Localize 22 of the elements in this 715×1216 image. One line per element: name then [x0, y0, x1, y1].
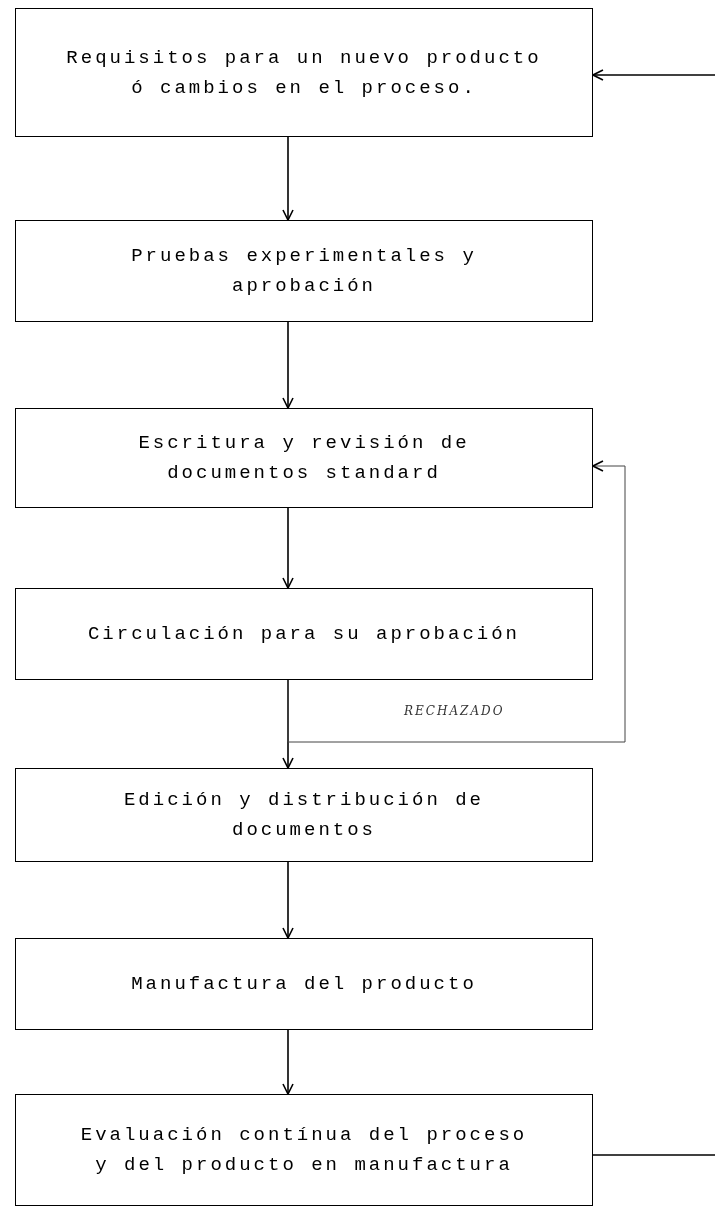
box-text: Manufactura del producto: [130, 972, 478, 997]
process-box: [15, 8, 593, 137]
arrow: [282, 321, 294, 409]
process-box: [15, 1094, 593, 1206]
arrow: [282, 136, 294, 221]
process-box: [15, 220, 593, 322]
box-text: Circulación para su aprobación: [86, 622, 522, 647]
process-box: [15, 938, 593, 1030]
box-text: Evaluación contínua del proceso y del producto en manufactura: [79, 1123, 529, 1178]
box-text: Pruebas experimentales y aprobación: [130, 244, 478, 299]
process-box: [15, 588, 593, 680]
arrow: [282, 861, 294, 939]
arrow: [282, 1029, 294, 1095]
arrow: [282, 679, 294, 769]
box-text: Edición y distribución de documentos: [122, 788, 485, 843]
process-box: [15, 768, 593, 862]
arrow: [282, 507, 294, 589]
process-box: [15, 408, 593, 508]
arrow: [592, 69, 715, 81]
box-text: Escritura y revisión de documentos standard: [137, 431, 471, 486]
box-text: Requisitos para un nuevo producto ó cambios en el proceso.: [65, 45, 543, 101]
feedback-arrow: [287, 460, 626, 743]
